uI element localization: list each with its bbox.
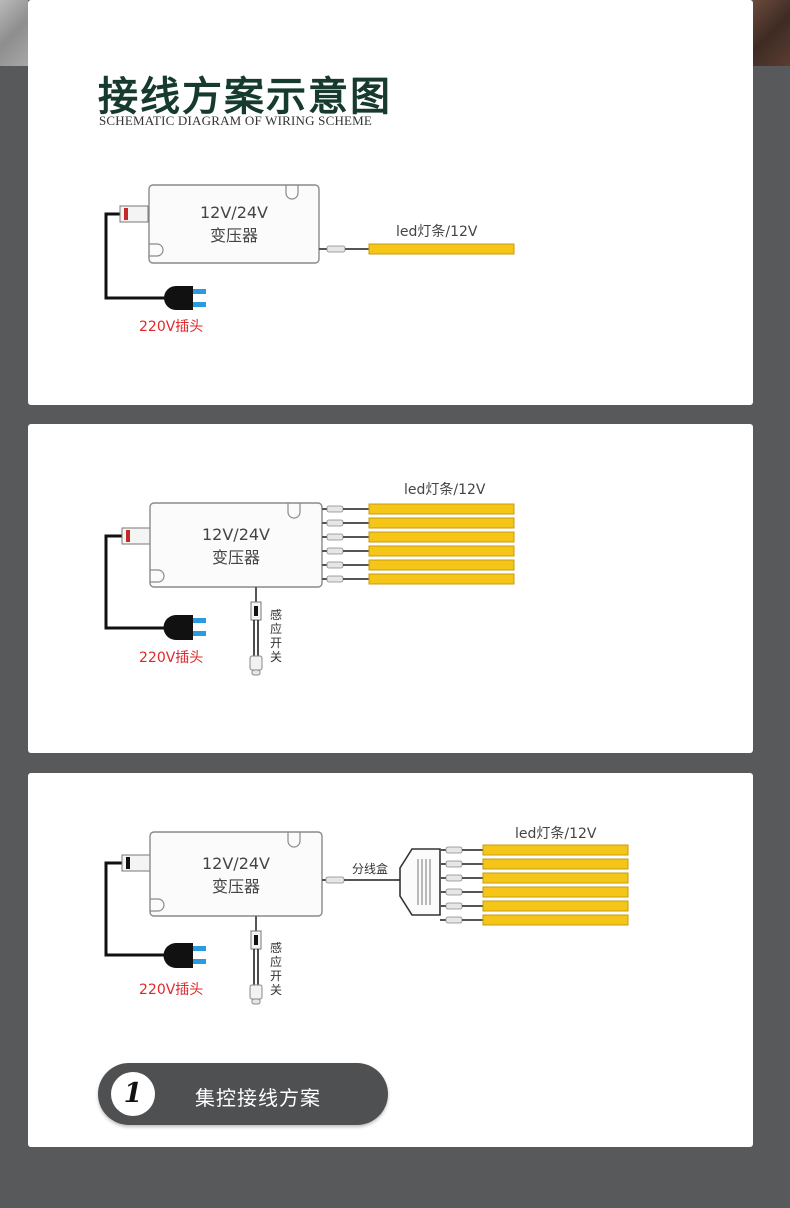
led-strip-icon [482, 886, 629, 898]
strip-connector [440, 916, 483, 924]
wiring-diagram-1 [104, 184, 515, 310]
strip-connector [322, 575, 369, 583]
strip-connector [322, 519, 369, 527]
plug-icon [164, 286, 206, 310]
sensor-switch-icon [249, 587, 263, 676]
transformer-icon [121, 502, 323, 588]
page-subtitle: SCHEMATIC DIAGRAM OF WIRING SCHEME [99, 113, 373, 128]
strip-connector [440, 846, 483, 854]
strip-connector [322, 505, 369, 513]
strip-connector [322, 547, 369, 555]
led-strip-icon [482, 858, 629, 870]
background-stone-texture [0, 0, 28, 66]
led-strip-icon [368, 545, 515, 557]
sensor-switch-label: 感应开关 [270, 941, 283, 997]
led-strip-icon [482, 900, 629, 912]
transformer-icon [119, 184, 320, 264]
junction-box-label: 分线盒 [352, 862, 389, 876]
background-wood-texture [753, 0, 790, 66]
transformer-name-label: 变压器 [209, 226, 258, 245]
transformer-icon [121, 831, 323, 917]
strip-label: led灯条/12V [404, 482, 486, 498]
power-cord [104, 861, 171, 957]
strip-connector [440, 860, 483, 868]
plug-icon [163, 943, 206, 968]
led-strip-icon [482, 844, 629, 856]
led-strip-icon [368, 243, 515, 255]
transformer-name-label: 变压器 [211, 548, 260, 567]
diagram-panel-sensor: 12V/24V 变压器 220V插头 led灯条/12V 感应开关 [28, 424, 753, 753]
sensor-switch-label: 感应开关 [270, 608, 283, 664]
wiring-diagram-2 [104, 502, 515, 676]
led-strip-group [440, 844, 629, 926]
diagram-panel-basic: 接线方案示意图 SCHEMATIC DIAGRAM OF WIRING SCHE… [28, 0, 753, 405]
led-strip-icon [368, 573, 515, 585]
led-strip-icon [368, 517, 515, 529]
strip-connector [322, 533, 369, 541]
plug-label: 220V插头 [139, 650, 204, 666]
led-strip-icon [482, 872, 629, 884]
plug-label: 220V插头 [139, 982, 204, 998]
strip-connector [322, 561, 369, 569]
scheme-number: 1 [111, 1072, 155, 1116]
scheme-badge: 1 集控接线方案 [98, 1063, 388, 1125]
strip-label: led灯条/12V [396, 224, 478, 240]
led-strip-icon [368, 559, 515, 571]
strip-connector [440, 874, 483, 882]
power-cord [104, 212, 168, 300]
transformer-output-cable [322, 876, 400, 884]
junction-box-icon [399, 848, 441, 916]
strip-connector [440, 902, 483, 910]
transformer-voltage-label: 12V/24V [200, 203, 268, 222]
transformer-voltage-label: 12V/24V [202, 525, 270, 544]
led-strip-icon [368, 503, 515, 515]
wiring-diagram-3 [104, 831, 629, 1005]
strip-connector [440, 888, 483, 896]
strip-label: led灯条/12V [515, 826, 597, 842]
output-connector [319, 245, 369, 253]
scheme-label: 集控接线方案 [195, 1086, 321, 1110]
diagram-panel-junction: 12V/24V 变压器 220V插头 led灯条/12V 感应开关 分线盒 1 … [28, 773, 753, 1147]
led-strip-icon [482, 914, 629, 926]
led-strip-icon [368, 531, 515, 543]
plug-icon [163, 615, 206, 640]
led-strip-group [322, 503, 515, 585]
transformer-name-label: 变压器 [211, 877, 260, 896]
sensor-switch-icon [249, 916, 263, 1005]
power-cord [104, 534, 171, 630]
page-title: 接线方案示意图 [98, 74, 392, 120]
transformer-voltage-label: 12V/24V [202, 854, 270, 873]
plug-label: 220V插头 [139, 319, 204, 335]
